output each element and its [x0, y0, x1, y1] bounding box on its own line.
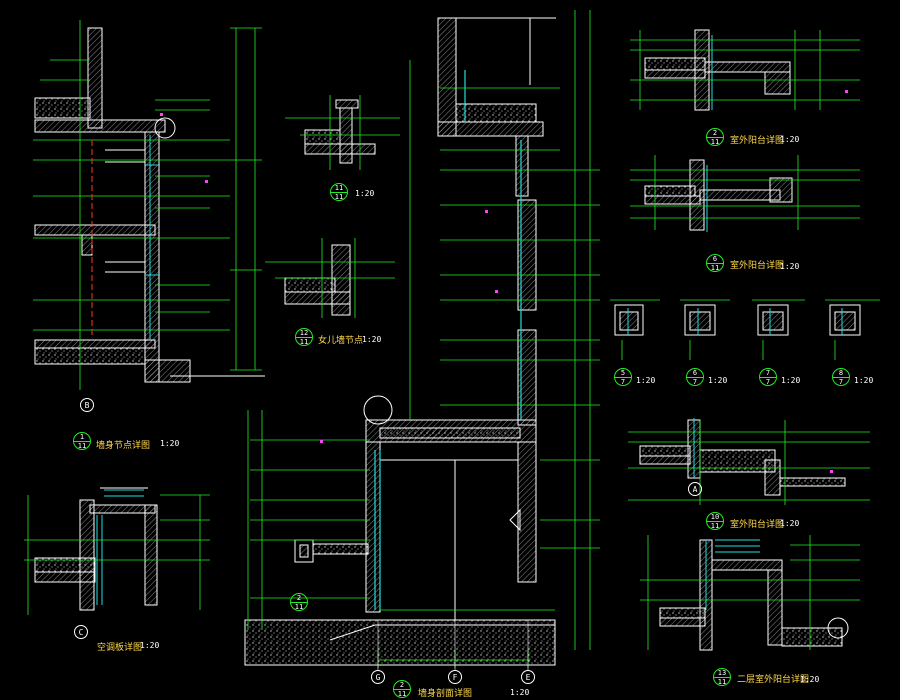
bubble-sheet: 11 [717, 678, 727, 686]
small-details-cyan [627, 308, 843, 335]
detail-12-title: 女儿墙节点 [318, 336, 364, 346]
bubble-num: 6 [687, 369, 703, 378]
detail-10-drawing [639, 419, 846, 496]
detail-6-scale: 1:20 [780, 262, 800, 271]
bubble-sheet: 7 [765, 378, 771, 386]
axis-label-a: A [688, 482, 702, 496]
detail-12-dims [265, 238, 395, 318]
detail-2-title: 室外阳台详图 [730, 136, 785, 146]
detail-12-drawing [284, 244, 351, 316]
panel-a-callout-circle [154, 117, 176, 139]
panel-c-title: 空调板详图 [97, 643, 143, 653]
bubble-num: 5 [615, 369, 631, 378]
bubble-num: 13 [714, 669, 730, 678]
bubble-sheet: 7 [692, 378, 698, 386]
small-details-dims [610, 299, 880, 360]
detail-13-title: 二层室外阳台详图 [737, 675, 810, 685]
panel-a-dimension-lines [33, 20, 262, 390]
detail-13-cyan [705, 539, 760, 610]
axis-label-c: C [74, 625, 88, 639]
bubble-sheet: 11 [397, 690, 407, 698]
bubble-sheet: 11 [710, 138, 720, 146]
center-title: 墙身剖面详图 [418, 689, 473, 699]
panel-c-drawing [34, 487, 158, 611]
center-axis-leaders [377, 620, 529, 670]
detail-10-dims [628, 420, 870, 505]
bubble-num: 2 [394, 681, 410, 690]
detail-13-drawing [659, 539, 843, 651]
bubble-sheet: 11 [710, 522, 720, 530]
detail-6-drawing [644, 159, 793, 231]
center-section-drawing [244, 17, 556, 666]
detail-13-callout-circle [827, 617, 849, 639]
detail-7-scale: 1:20 [781, 376, 801, 385]
panel-a-scale: 1:20 [160, 439, 180, 448]
detail-12-scale: 1:20 [362, 335, 382, 344]
center-scale: 1:20 [510, 688, 530, 697]
bubble-sheet: 11 [334, 193, 344, 201]
detail-10-scale: 1:20 [780, 519, 800, 528]
bubble-sheet: 7 [838, 378, 844, 386]
detail-2-scale: 1:20 [780, 135, 800, 144]
bubble-num: 12 [296, 329, 312, 338]
panel-a-title: 墙身节点详图 [96, 441, 151, 451]
axis-label-b: B [80, 398, 94, 412]
bubble-num: 7 [760, 369, 776, 378]
cad-markers [160, 90, 848, 473]
axis-label-f: F [448, 670, 462, 684]
detail-5-scale: 1:20 [636, 376, 656, 385]
detail-2-drawing [644, 29, 791, 111]
bubble-num: 1 [74, 433, 90, 442]
bubble-num: 8 [833, 369, 849, 378]
detail-11-scale: 1:20 [355, 189, 375, 198]
center-callout-circle [363, 395, 393, 425]
detail-11-dims [285, 95, 400, 170]
detail-11-drawing [304, 99, 376, 164]
small-details-drawing [614, 304, 861, 336]
detail-10-title: 室外阳台详图 [730, 520, 785, 530]
axis-label-g: G [371, 670, 385, 684]
bubble-sheet: 11 [77, 442, 87, 450]
panel-a-section [34, 27, 265, 383]
bubble-num: 11 [331, 184, 347, 193]
detail-2-dims [630, 30, 860, 110]
center-cyan-glazing [374, 70, 522, 610]
bubble-num: 10 [707, 513, 723, 522]
bubble-num: 2 [291, 594, 307, 603]
center-dimension-lines [247, 10, 600, 668]
bubble-num: 6 [707, 255, 723, 264]
panel-a-cyan-frames [145, 135, 160, 340]
bubble-sheet: 11 [710, 264, 720, 272]
detail-6-dims [630, 155, 860, 230]
detail-8-scale: 1:20 [854, 376, 874, 385]
panel-c-dims [24, 494, 210, 615]
bubble-sheet: 7 [620, 378, 626, 386]
bubble-sheet: 11 [294, 603, 304, 611]
detail-6-title: 室外阳台详图 [730, 261, 785, 271]
axis-label-e: E [521, 670, 535, 684]
detail-13-dims [640, 535, 860, 650]
detail-6-small-scale: 1:20 [708, 376, 728, 385]
panel-c-scale: 1:20 [140, 641, 160, 650]
detail-13-scale: 1:20 [800, 675, 820, 684]
bubble-num: 2 [707, 129, 723, 138]
bubble-sheet: 11 [299, 338, 309, 346]
